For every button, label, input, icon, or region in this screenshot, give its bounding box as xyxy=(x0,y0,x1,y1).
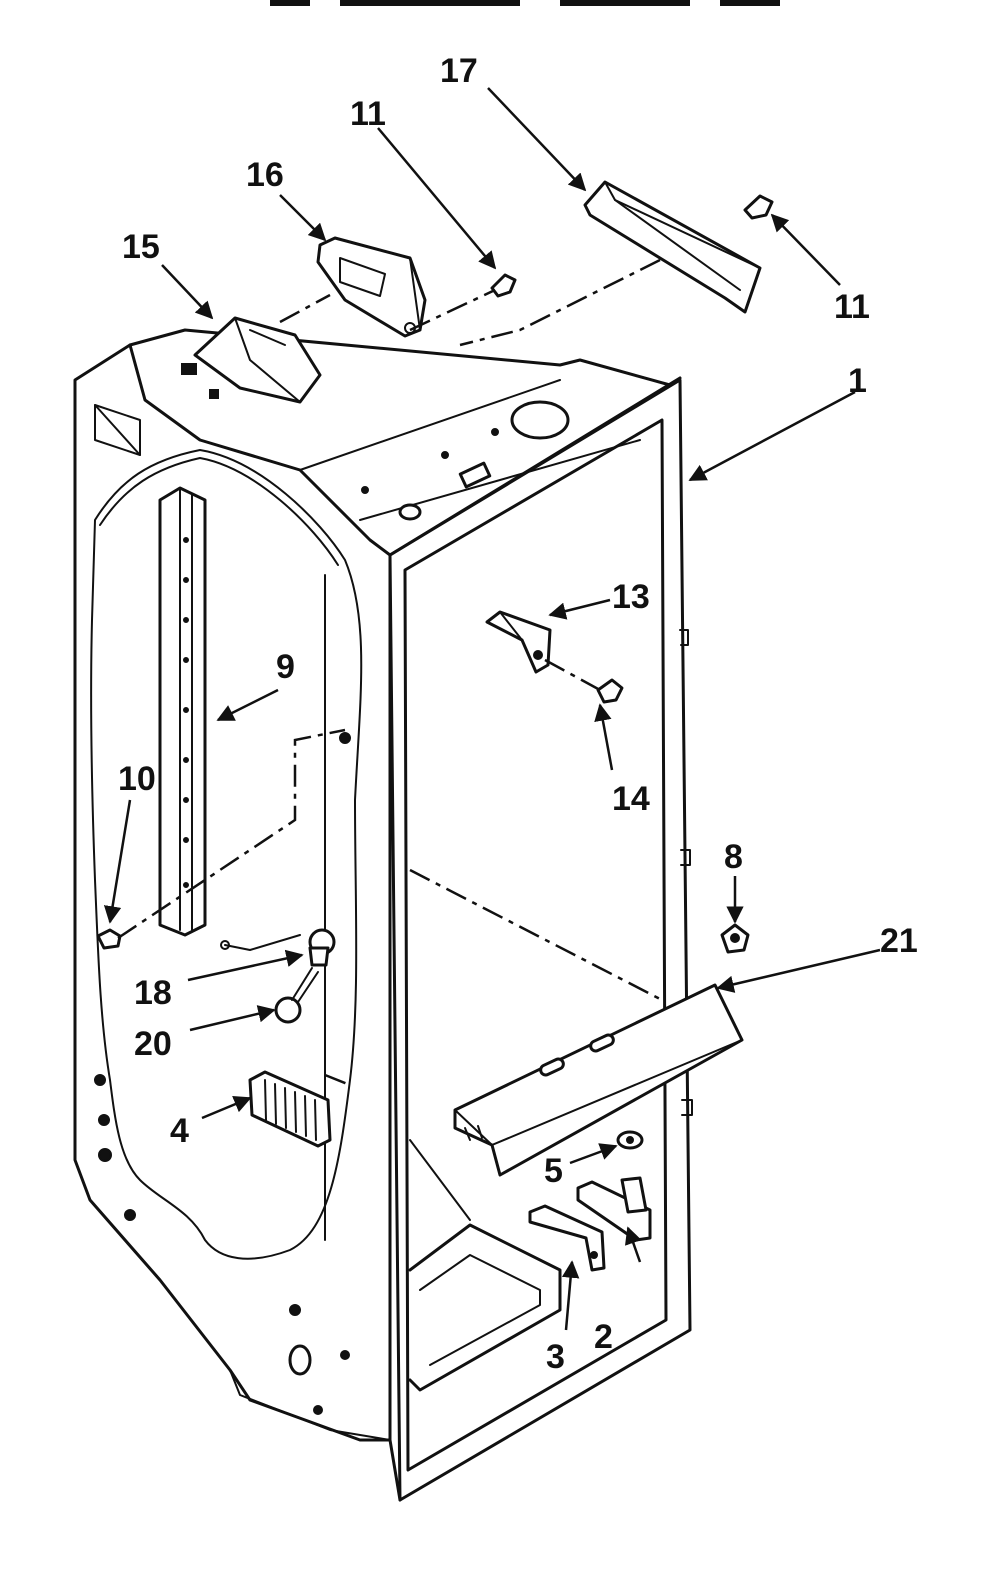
part-16-bracket xyxy=(279,236,427,338)
part-21-cover-support xyxy=(453,983,744,1177)
callout-labels: 1 2 3 4 5 8 9 10 11 11 13 14 15 16 17 18… xyxy=(118,52,918,1376)
callout-9: 9 xyxy=(276,648,295,686)
part-2-bracket xyxy=(576,1176,652,1242)
callout-11-top: 11 xyxy=(350,95,386,133)
part-10-screw xyxy=(96,728,351,950)
callout-20: 20 xyxy=(134,1025,172,1063)
callout-4: 4 xyxy=(170,1112,189,1150)
part-5-nut xyxy=(616,1130,644,1150)
part-20-light-bulb xyxy=(274,967,319,1024)
part-15-control-housing xyxy=(181,316,322,404)
part-14-screw xyxy=(544,658,624,704)
callout-3: 3 xyxy=(546,1338,565,1376)
callout-14: 14 xyxy=(612,780,650,818)
part-3-bracket xyxy=(528,1204,606,1272)
part-11-screw-right xyxy=(743,194,774,220)
part-9-shelf-rail xyxy=(158,486,207,937)
callout-15: 15 xyxy=(122,228,160,266)
callout-8: 8 xyxy=(724,838,743,876)
callout-18: 18 xyxy=(134,974,172,1012)
callout-1: 1 xyxy=(848,362,867,400)
part-13-bracket xyxy=(485,610,552,674)
callout-11-right: 11 xyxy=(834,288,870,326)
top-header-fragment xyxy=(270,0,780,6)
callout-10: 10 xyxy=(118,760,156,798)
part-18-light-socket xyxy=(220,928,336,967)
leader-lines xyxy=(103,87,881,1331)
part-17-channel xyxy=(459,180,762,347)
part-4-vent-grille xyxy=(248,1070,351,1148)
callout-5: 5 xyxy=(544,1152,563,1190)
callout-21: 21 xyxy=(880,922,918,960)
callout-17: 17 xyxy=(440,52,478,90)
callout-2: 2 xyxy=(594,1318,613,1356)
callout-13: 13 xyxy=(612,578,650,616)
part-11-screw-left xyxy=(409,273,517,332)
callout-16: 16 xyxy=(246,156,284,194)
part-8-fastener xyxy=(720,923,750,954)
